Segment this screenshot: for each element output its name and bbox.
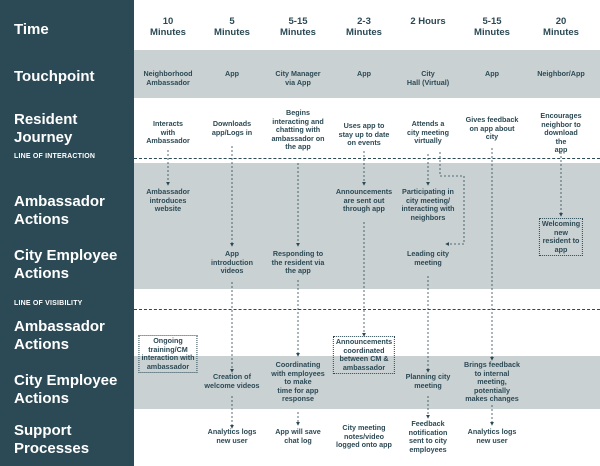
cell-resident-journey-col-2: Downloads app/Logs in — [211, 119, 253, 137]
cell-city-employee-actions-col-2: App introduction videos — [211, 249, 253, 276]
cell-ambassador-actions-2-col-4: Announcements coordinated between CM & a… — [332, 336, 396, 375]
row-label-touchpoint: Touchpoint — [14, 68, 95, 85]
cell-touchpoint-col-2: App — [225, 69, 239, 78]
frontstage-actions-band — [134, 163, 600, 289]
cell-time-col-6: 5-15 Minutes — [474, 16, 510, 38]
cell-support-processes-col-3: App will save chat log — [275, 427, 321, 445]
cell-ambassador-actions-col-5: Participating in city meeting/ interacti… — [401, 187, 455, 222]
row-label-ambassador-actions: Ambassador Actions — [14, 193, 105, 228]
row-label-support-processes: Support Processes — [14, 422, 90, 457]
row-label-city-employee-actions-2: City Employee Actions — [14, 372, 118, 407]
line-of-interaction — [134, 158, 600, 159]
cell-ambassador-actions-col-4: Announcements are sent out through app — [335, 187, 393, 214]
cell-resident-journey-col-4: Uses app to stay up to date on events — [338, 121, 390, 148]
row-label-sidebar: Time Touchpoint Resident Journey LINE OF… — [0, 0, 134, 466]
row-label-city-employee-actions: City Employee Actions — [14, 247, 118, 282]
cell-resident-journey-col-6: Gives feedback on app about city — [465, 115, 519, 142]
cell-resident-journey-col-7: Encourages neighbor to download the app — [540, 111, 582, 155]
cell-ambassador-actions-2-col-1: Ongoing training/CM interaction with amb… — [138, 335, 198, 374]
cell-time-col-1: 10 Minutes — [150, 16, 186, 38]
row-label-time: Time — [14, 21, 49, 38]
cell-time-col-2: 5 Minutes — [214, 16, 250, 38]
cell-touchpoint-col-7: Neighbor/App — [537, 69, 585, 78]
cell-city-employee-actions-2-col-3: Coordinating with employees to make time… — [271, 360, 325, 404]
cell-ambassador-actions-col-7: Welcoming new resident to app — [538, 218, 584, 257]
arrow-attends-to-leading — [439, 152, 465, 246]
cell-time-col-5: 2 Hours — [410, 16, 446, 27]
cell-time-col-3: 5-15 Minutes — [280, 16, 316, 38]
cell-resident-journey-col-1: Interacts with Ambassador — [146, 119, 190, 146]
line-of-interaction-label: LINE OF INTERACTION — [14, 153, 96, 160]
cell-time-col-7: 20 Minutes — [543, 16, 579, 38]
row-label-resident-journey: Resident Journey — [14, 111, 78, 146]
line-of-visibility — [134, 309, 600, 310]
cell-touchpoint-col-4: App — [357, 69, 371, 78]
cell-support-processes-col-5: Feedback notification sent to city emplo… — [408, 419, 448, 454]
cell-city-employee-actions-col-3: Responding to the resident via the app — [271, 249, 325, 276]
cell-support-processes-col-2: Analytics logs new user — [207, 427, 257, 445]
cell-city-employee-actions-col-5: Leading city meeting — [407, 249, 449, 267]
cell-resident-journey-col-3: Begins interacting and chatting with amb… — [271, 108, 325, 152]
cell-touchpoint-col-5: City Hall (Virtual) — [406, 69, 450, 87]
cell-touchpoint-col-1: Neighborhood Ambassador — [143, 69, 193, 87]
cell-time-col-4: 2-3 Minutes — [346, 16, 382, 38]
row-label-ambassador-actions-2: Ambassador Actions — [14, 318, 105, 353]
cell-touchpoint-col-6: App — [485, 69, 499, 78]
cell-resident-journey-col-5: Attends a city meeting virtually — [407, 119, 449, 146]
backstage-employee-band — [134, 356, 600, 409]
cell-touchpoint-col-3: City Manager via App — [275, 69, 321, 87]
cell-city-employee-actions-2-col-2: Creation of welcome videos — [204, 372, 260, 390]
line-of-visibility-label: LINE OF VISIBILITY — [14, 300, 83, 307]
cell-support-processes-col-4: City meeting notes/video logged onto app — [336, 423, 392, 450]
cell-support-processes-col-6: Analytics logs new user — [467, 427, 517, 445]
cell-ambassador-actions-col-1: Ambassador introduces website — [146, 187, 190, 214]
touchpoint-row-band — [134, 50, 600, 98]
cell-city-employee-actions-2-col-6: Brings feedback to internal meeting, pot… — [464, 360, 520, 404]
cell-city-employee-actions-2-col-5: Planning city meeting — [405, 372, 451, 390]
